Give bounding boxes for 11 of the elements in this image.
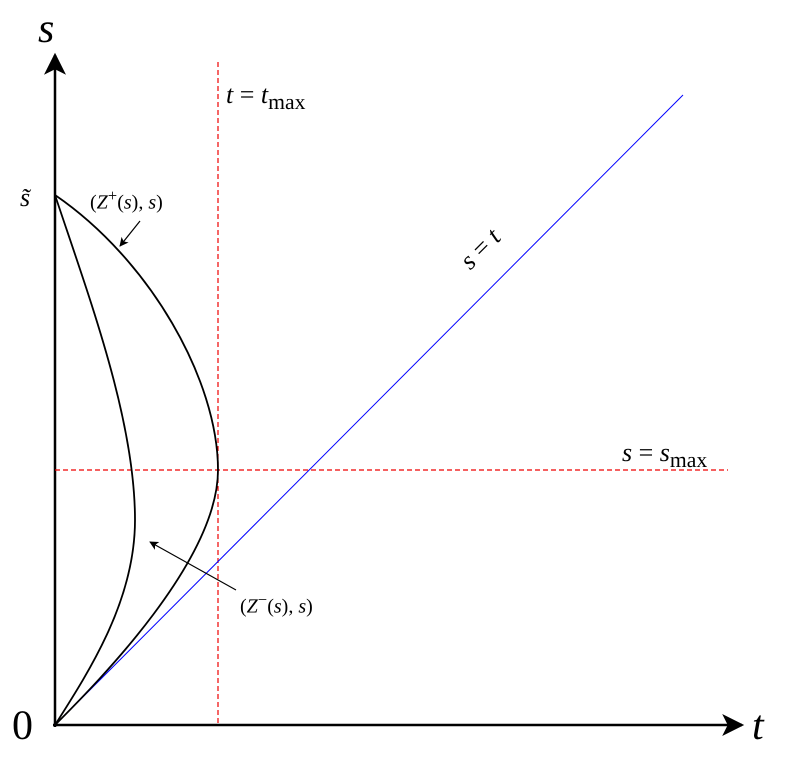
axis-label: t [752, 705, 764, 747]
leader-line [149, 541, 236, 591]
line-label: s = s$_{max}$ [622, 440, 708, 472]
line-label: s = t [455, 224, 506, 274]
axis-label: s [38, 8, 54, 50]
leader-line [119, 220, 140, 247]
line-label: t = t$_{max}$ [226, 82, 306, 114]
curve-label: (Z$^{+}$(s), s) [90, 188, 163, 213]
tick-label: 0 [12, 705, 33, 747]
tick-label: s̃ [20, 185, 30, 211]
curve-label: (Z$^{−}$(s), s) [240, 592, 313, 617]
